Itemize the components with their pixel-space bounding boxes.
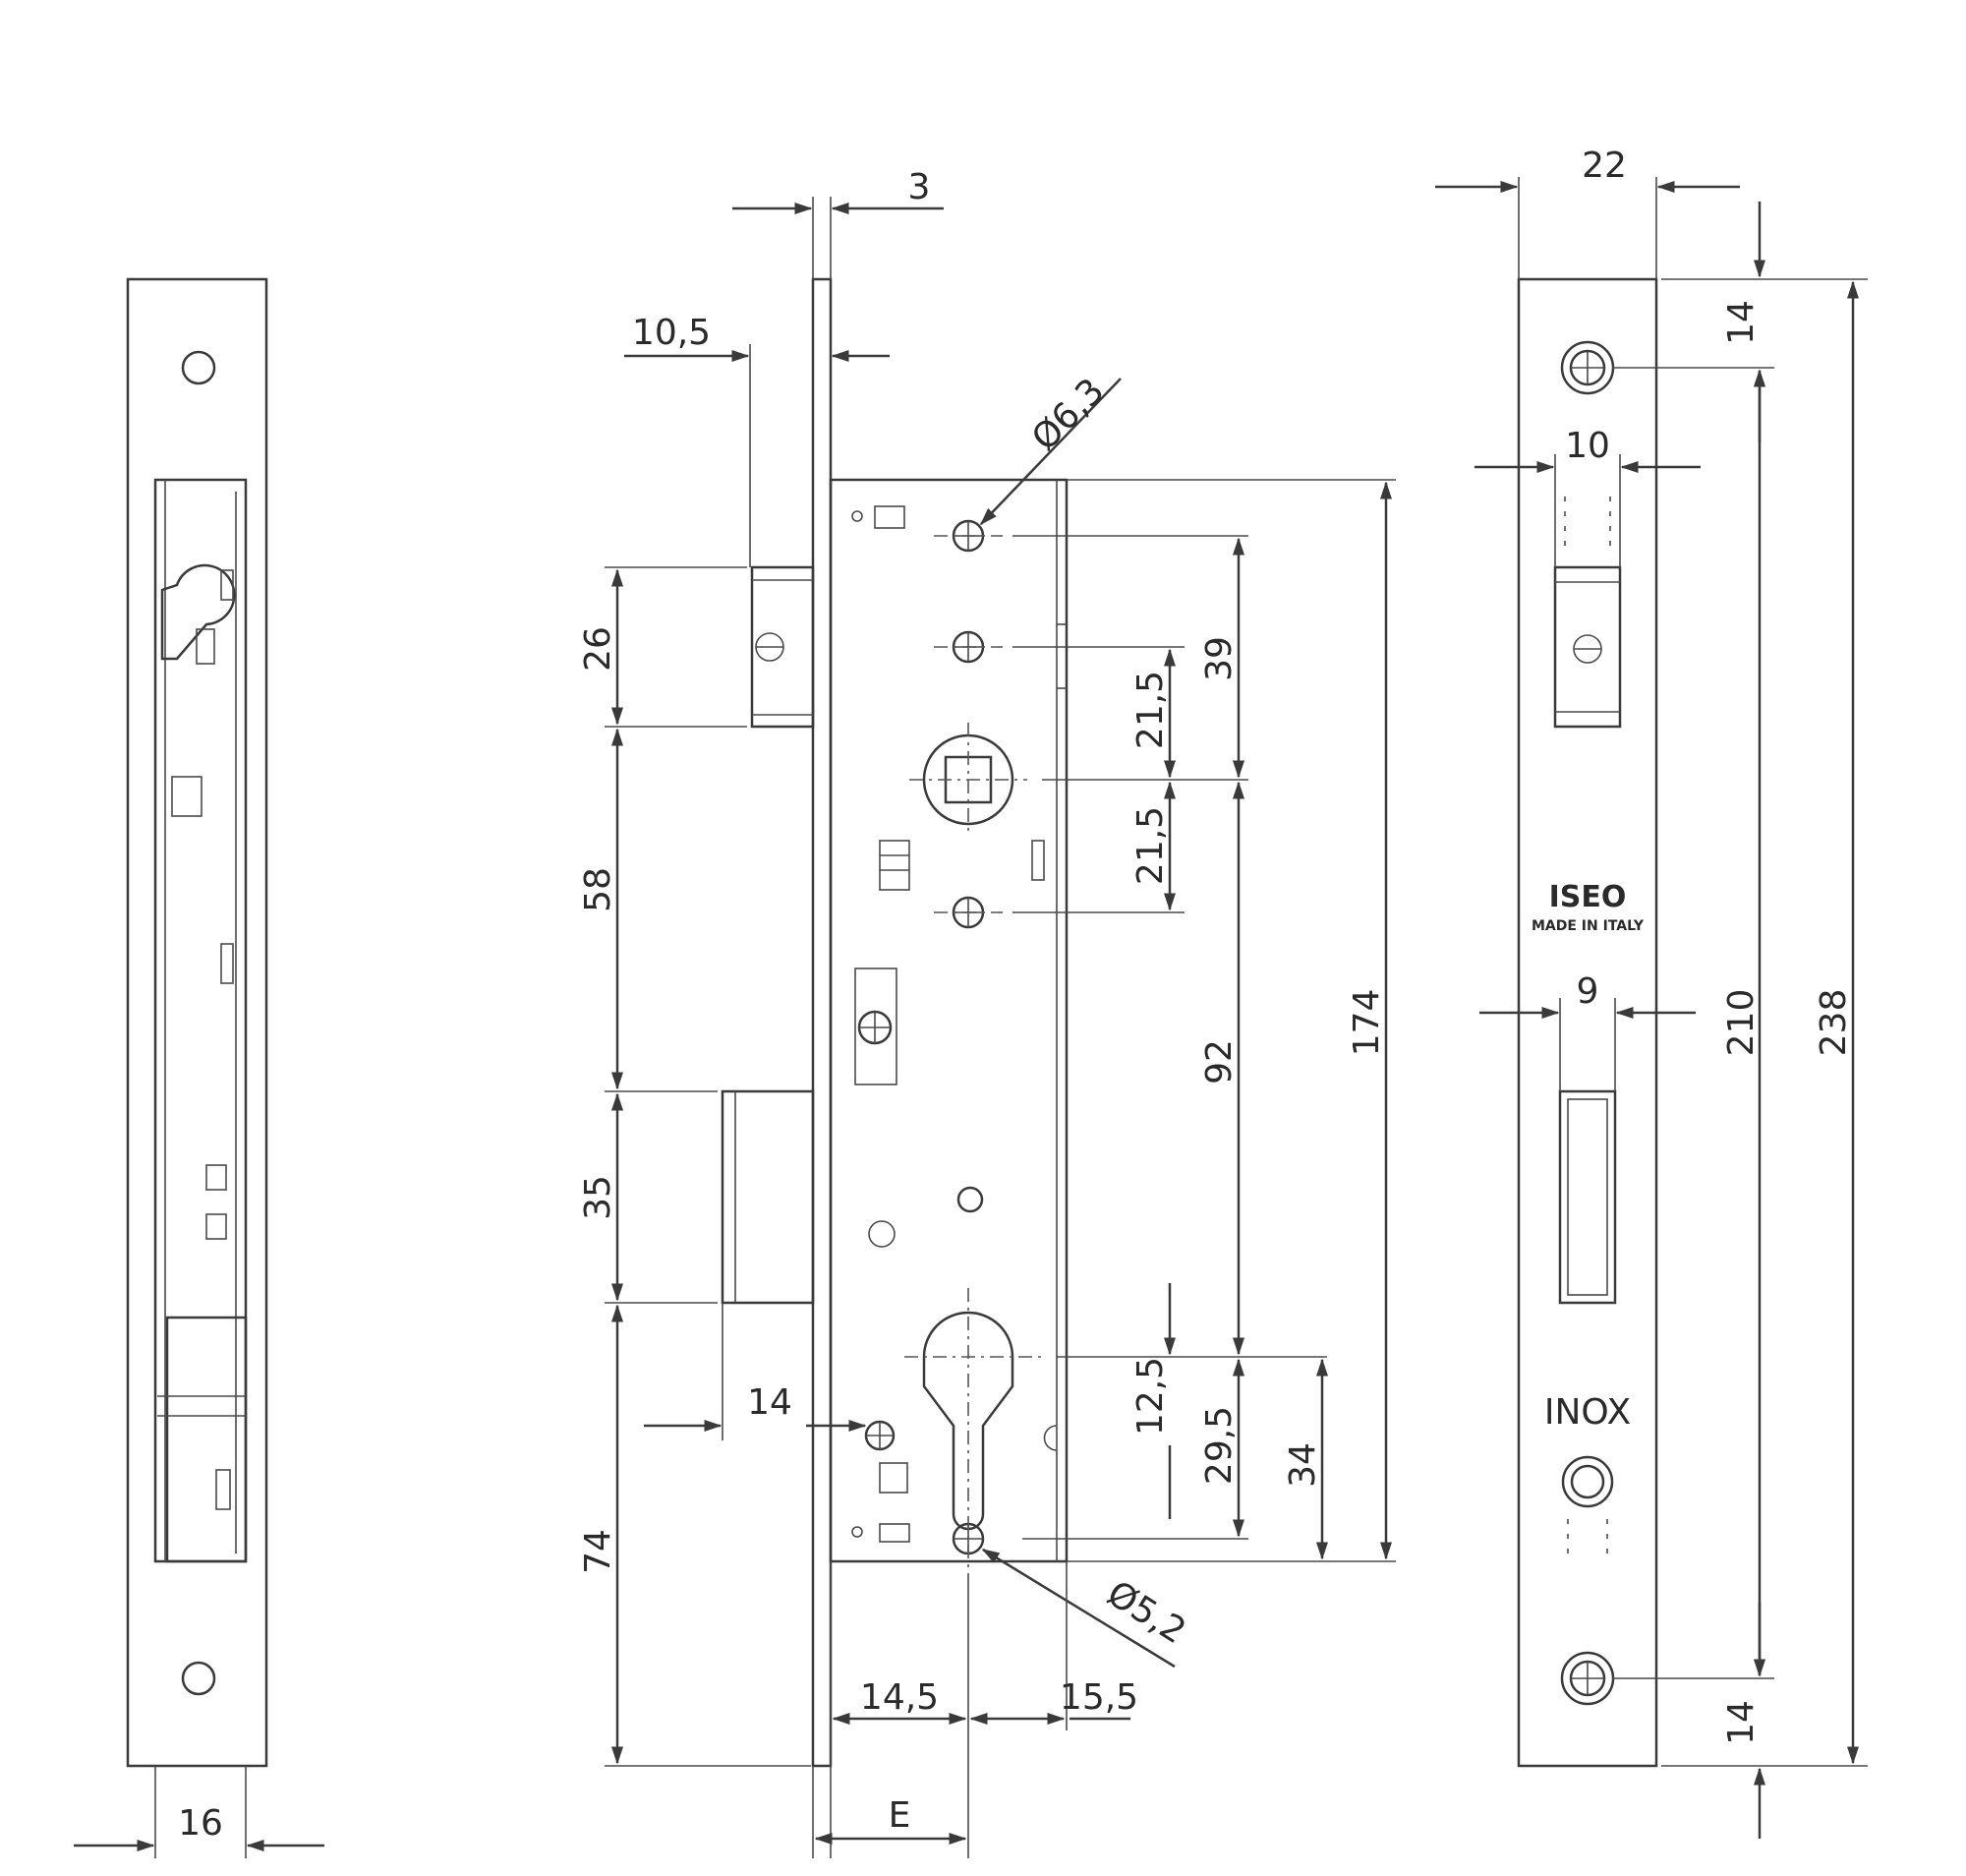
dim-latch-width: 10: [1565, 426, 1610, 466]
front-fixing-holes: [864, 519, 985, 1555]
front-small-hole: [956, 1186, 984, 1213]
side-screw-hole-top: [181, 350, 216, 385]
material-label: INOX: [1544, 1392, 1631, 1433]
front-faceplate: [811, 277, 833, 1768]
dim-cylinder-29-5: 29,5: [1199, 1406, 1240, 1485]
faceplate-latch-window: [1553, 565, 1622, 729]
faceplate-view: ISEO MADE IN ITALY INOX 22 10 9: [1435, 146, 1868, 1839]
dim-total-length: 238: [1814, 989, 1854, 1057]
side-latch-mechanism: [160, 563, 236, 661]
dim-hole-diameter-bottom: Ø5,2: [1100, 1573, 1192, 1652]
dim-bolt-width: 9: [1577, 971, 1599, 1012]
dim-bolt-to-bottom: 74: [578, 1529, 618, 1574]
dim-spacing-92: 92: [1199, 1039, 1240, 1085]
brand-made-in-italy: MADE IN ITALY: [1532, 918, 1645, 934]
side-screw-hole-bottom: [181, 1661, 216, 1696]
dim-backset-14-5: 14,5: [860, 1677, 939, 1718]
front-adjuster: [854, 967, 897, 1085]
brand-logo: ISEO: [1549, 880, 1627, 914]
dim-cylinder-12-5: 12,5: [1130, 1357, 1171, 1436]
dim-latch-to-bolt: 58: [578, 867, 618, 912]
side-case-body: [153, 478, 248, 1563]
dim-spacing-21-5-lower: 21,5: [1130, 806, 1171, 885]
dim-screw-offset-top: 14: [1721, 300, 1762, 345]
front-deadbolt: [721, 1089, 815, 1305]
dim-spacing-21-5-upper: 21,5: [1130, 671, 1171, 749]
dim-screw-offset-bottom: 14: [1721, 1700, 1762, 1745]
faceplate-cylinder-hole: [1561, 1455, 1614, 1508]
dim-side-width: 16: [178, 1803, 223, 1844]
front-cylinder-cutout: [922, 1311, 1014, 1531]
front-view: 3 10,5 Ø6,3 Ø5,2 26 58 35 74: [578, 167, 1396, 1858]
faceplate-bolt-window: [1558, 1089, 1617, 1305]
dim-side-hole-offset: 14: [747, 1382, 792, 1423]
dim-spacing-39: 39: [1199, 636, 1240, 681]
dim-hole-diameter-top: Ø6,3: [1024, 371, 1113, 459]
dim-backset-e: E: [889, 1795, 911, 1836]
dim-backset-15-5: 15,5: [1060, 1677, 1138, 1718]
faceplate-screw-top: [1560, 340, 1615, 395]
dim-faceplate-width: 22: [1582, 146, 1627, 186]
dim-cylinder-34: 34: [1283, 1442, 1323, 1488]
front-latch: [750, 565, 815, 729]
dim-latch-height: 26: [578, 626, 618, 672]
dim-latch-projection: 10,5: [632, 313, 711, 353]
faceplate-outline: [1517, 277, 1658, 1768]
dim-bolt-height: 35: [578, 1175, 618, 1220]
dim-screw-spacing: 210: [1721, 989, 1762, 1057]
front-spindle-follower: [909, 723, 1027, 836]
faceplate-screw-bottom: [1560, 1651, 1615, 1706]
side-faceplate: [126, 277, 268, 1768]
front-case-body: [829, 478, 1069, 1563]
dim-case-height: 174: [1347, 989, 1387, 1057]
leader-hole-top: [979, 378, 1122, 526]
dim-faceplate-thickness: 3: [908, 167, 931, 207]
side-view: 16: [74, 277, 324, 1858]
leader-hole-bottom: [981, 1548, 1176, 1669]
side-bolt-section: [165, 1316, 248, 1563]
